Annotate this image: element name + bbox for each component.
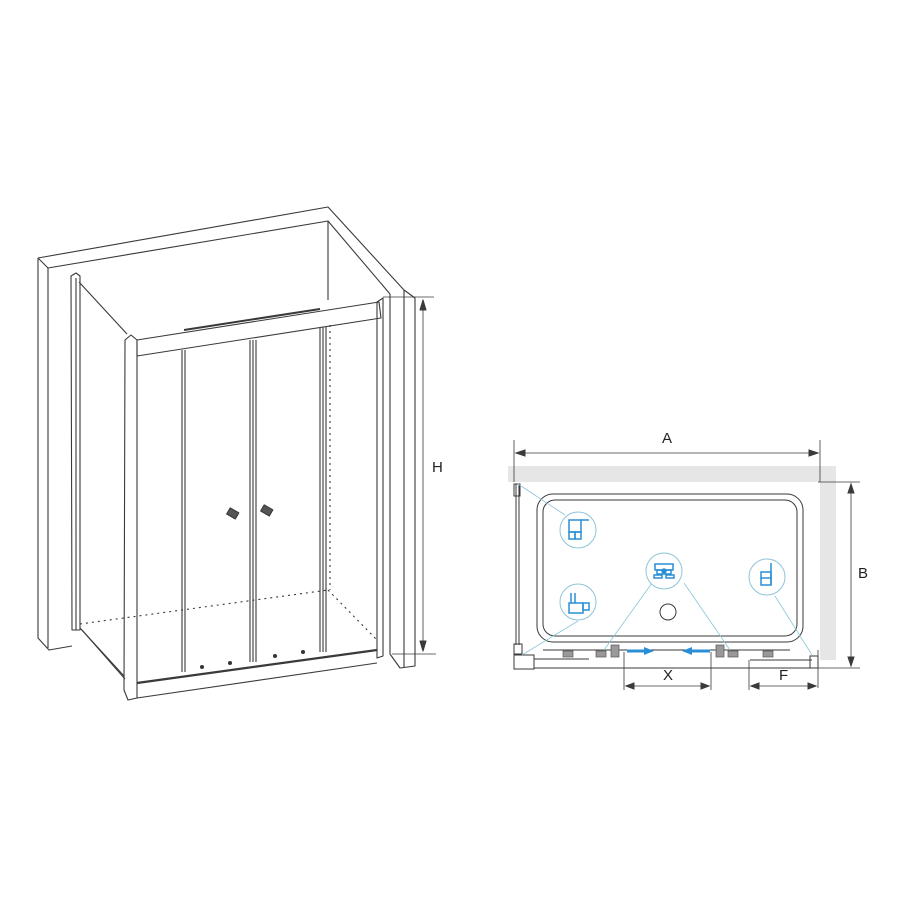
callout-right-profile	[748, 558, 786, 596]
shower-tray-inner	[542, 499, 798, 637]
callout-top-left-profile	[559, 511, 597, 549]
label-b: B	[858, 565, 869, 582]
corner-profile	[513, 654, 535, 670]
wall-profile-top	[513, 483, 521, 497]
callout-bottom-left-profile	[559, 583, 597, 621]
door-handle-left	[226, 507, 240, 520]
label-h: H	[432, 459, 443, 476]
plan-view	[508, 440, 860, 690]
drain	[659, 603, 677, 621]
door-handle-right	[260, 504, 274, 517]
left-profile	[70, 272, 81, 631]
perspective-view	[37, 206, 436, 701]
right-wall	[389, 289, 416, 669]
right-wall-plan	[820, 482, 836, 660]
label-f: F	[779, 667, 789, 684]
label-x: X	[663, 667, 674, 684]
front-left-post	[123, 334, 138, 701]
wall-top-inner	[47, 220, 391, 295]
floor-dotted-back	[79, 589, 329, 625]
side-panel-top	[78, 281, 128, 335]
left-wall	[37, 258, 73, 651]
back-wall	[508, 466, 836, 482]
front-right-post	[376, 297, 384, 659]
shower-tray-outer	[536, 493, 804, 643]
wall-top-outer	[37, 206, 405, 294]
bottom-track	[136, 648, 378, 685]
top-rail	[136, 301, 382, 357]
label-a: A	[662, 430, 673, 447]
